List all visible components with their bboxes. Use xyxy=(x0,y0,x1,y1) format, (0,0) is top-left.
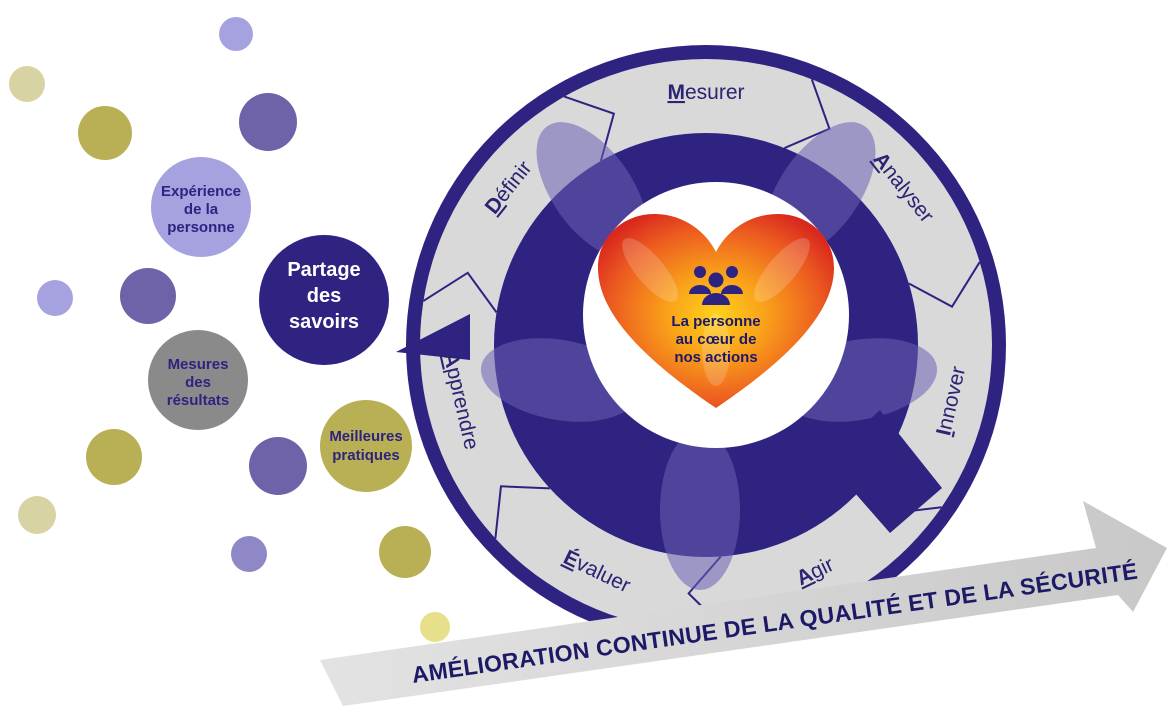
dot xyxy=(239,93,297,151)
bubble-pratiques xyxy=(320,400,412,492)
hand-shape xyxy=(754,238,810,302)
center-line-3: nos actions xyxy=(674,349,757,366)
center-heart: La personne au cœur de nos actions xyxy=(598,214,834,408)
dot xyxy=(86,429,142,485)
center-line-1: La personne xyxy=(671,313,760,330)
bubble-mesures-line-2: des xyxy=(185,374,211,391)
stage-divider xyxy=(908,261,981,308)
bubble-experience-line-2: de la xyxy=(184,201,219,218)
stage-initial: I xyxy=(932,427,956,438)
dot xyxy=(9,66,45,102)
hand-shape xyxy=(702,314,730,386)
center-line-2: au cœur de xyxy=(676,331,757,348)
heart-shape xyxy=(598,214,834,408)
bubble-experience-line-1: Expérience xyxy=(161,183,241,200)
dot xyxy=(219,17,253,51)
decorative-dots xyxy=(9,17,450,642)
bubble-mesures xyxy=(148,330,248,430)
hand-shape xyxy=(660,430,740,590)
bubble-pratiques-line-1: Meilleures xyxy=(329,428,402,445)
return-arrow-head xyxy=(396,314,470,360)
dot xyxy=(231,536,267,572)
person-head xyxy=(708,272,724,288)
stage-label: Mesurer xyxy=(667,81,744,104)
person-body xyxy=(702,293,730,305)
bubble-partage-line-2: des xyxy=(307,285,341,307)
heart-hands-watermark xyxy=(622,238,810,386)
person-body xyxy=(689,285,711,294)
dot xyxy=(379,526,431,578)
hand-shape xyxy=(622,238,678,302)
bubble-pratiques-line-2: pratiques xyxy=(332,447,400,464)
stage-initial: A xyxy=(439,350,465,370)
bubble-mesures-line-1: Mesures xyxy=(168,356,229,373)
bubble-partage xyxy=(259,235,389,365)
person-head xyxy=(694,266,706,278)
dot xyxy=(249,437,307,495)
bubble-experience-line-3: personne xyxy=(167,219,235,236)
dot xyxy=(78,106,132,160)
person-head xyxy=(726,266,738,278)
bubble-partage-line-3: savoirs xyxy=(289,311,359,333)
dot xyxy=(18,496,56,534)
stage-divider xyxy=(494,485,550,539)
stage-rest: esurer xyxy=(685,81,745,104)
stage-initial: M xyxy=(667,81,685,104)
return-arrow-bar xyxy=(826,410,942,533)
dot xyxy=(37,280,73,316)
bubble-experience xyxy=(151,157,251,257)
knowledge-sharing: Expérience de la personne Mesures des ré… xyxy=(148,157,412,492)
dot xyxy=(120,268,176,324)
stage-divider xyxy=(422,271,498,313)
banner-arrow xyxy=(320,501,1167,706)
bubble-mesures-line-3: résultats xyxy=(167,392,230,409)
bubble-partage-line-1: Partage xyxy=(287,259,360,281)
people-group-icon xyxy=(689,266,743,305)
dot xyxy=(420,612,450,642)
person-body xyxy=(721,285,743,294)
